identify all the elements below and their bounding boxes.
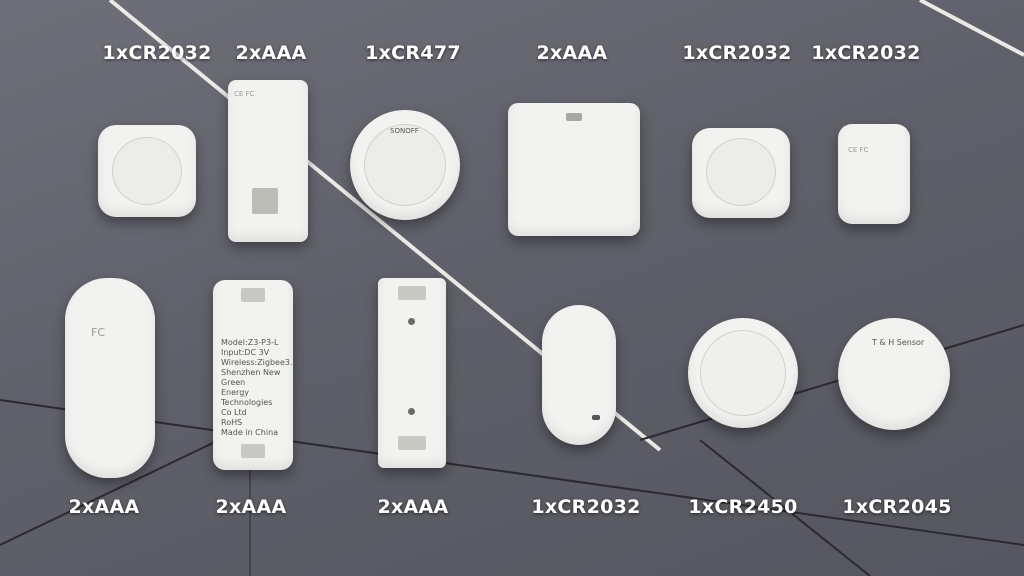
screw-hole	[408, 408, 415, 415]
battery-label: 1xCR2032	[811, 42, 921, 64]
sensor-device: FC	[65, 278, 155, 478]
sensor-window	[592, 415, 600, 420]
battery-label: 1xCR2032	[682, 42, 792, 64]
device-label-print: Model:Z3-P3-L Input:DC 3V Wireless:Zigbe…	[221, 338, 298, 437]
sensor-device	[98, 125, 196, 217]
battery-label: 1xCR2032	[531, 496, 641, 518]
sensor-device	[688, 318, 798, 428]
battery-label: 1xCR477	[365, 42, 461, 64]
regulatory-mark: CE FC	[848, 146, 869, 154]
battery-slot	[241, 444, 265, 458]
battery-label: 2xAAA	[235, 42, 307, 64]
dark-seam-2	[639, 324, 1024, 441]
battery-label: 1xCR2045	[842, 496, 952, 518]
qr-code-icon	[252, 188, 278, 214]
sensor-back-ring	[700, 330, 786, 416]
brand-print: SONOFF	[390, 127, 419, 135]
battery-label: 2xAAA	[215, 496, 287, 518]
sensor-device: CE FC	[838, 124, 910, 224]
dark-seam-3	[699, 439, 871, 576]
sensor-back-ring	[706, 138, 776, 206]
sensor-device: T & H Sensor	[838, 318, 950, 430]
device-label-print: T & H Sensor	[872, 338, 925, 347]
battery-slot	[398, 436, 426, 450]
screw-hole	[408, 318, 415, 325]
battery-label: 2xAAA	[536, 42, 608, 64]
hanger-slot	[566, 113, 582, 121]
battery-label: 1xCR2450	[688, 496, 798, 518]
sensor-device: Model:Z3-P3-L Input:DC 3V Wireless:Zigbe…	[213, 280, 298, 470]
battery-label: 2xAAA	[377, 496, 449, 518]
sensor-device	[508, 103, 640, 236]
dark-seam-4	[0, 429, 241, 546]
battery-label: 2xAAA	[68, 496, 140, 518]
sensor-back-ring	[364, 124, 446, 206]
regulatory-mark: FC	[91, 326, 106, 339]
sensor-device	[542, 305, 616, 445]
dark-seam-1	[0, 399, 1024, 546]
sensor-back-ring	[112, 137, 182, 205]
battery-slot	[398, 286, 426, 300]
regulatory-mark: CE FC	[234, 90, 255, 98]
sensor-device: CE FC	[228, 80, 308, 242]
battery-label: 1xCR2032	[102, 42, 212, 64]
sensor-device	[692, 128, 790, 218]
battery-slot	[241, 288, 265, 302]
sensor-device: SONOFF	[350, 110, 460, 220]
sensor-device	[378, 278, 446, 468]
white-floor-line-right	[919, 0, 1024, 57]
